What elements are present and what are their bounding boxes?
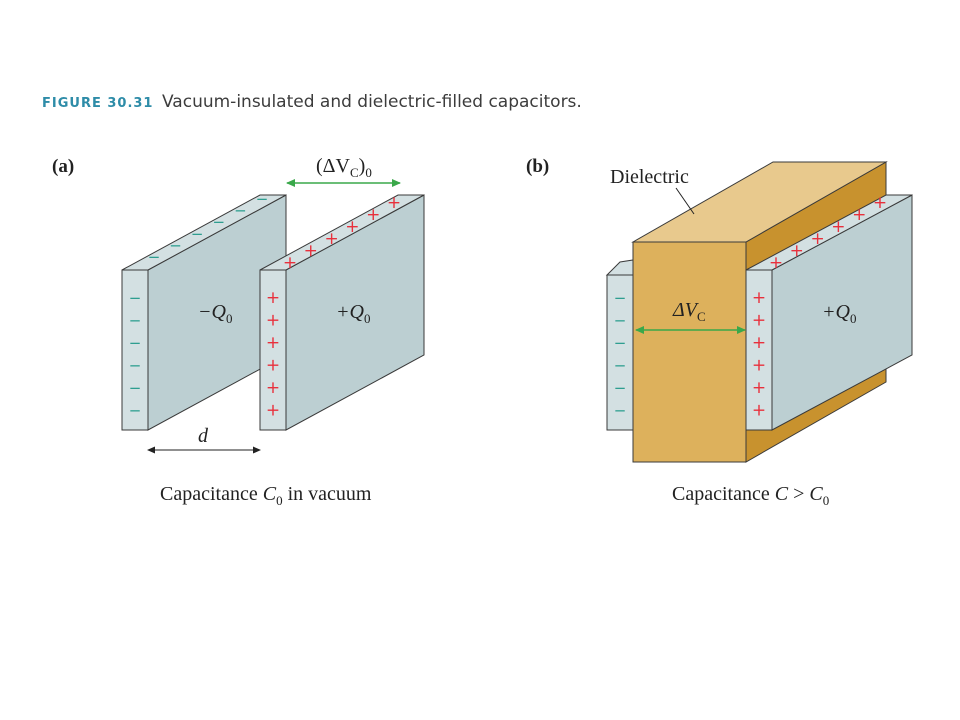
dielectric-label: Dielectric (610, 166, 689, 188)
minus-sign: − (614, 312, 627, 330)
minus-sign: − (614, 379, 627, 397)
plus-sign: + (752, 311, 766, 331)
dielectric-front (632, 241, 747, 463)
panel-b: (b) −−−−−− ++++++ ++++++ Dielectric ΔVC (526, 156, 913, 508)
voltage-label-a: (ΔVC)0 (316, 155, 372, 180)
minus-sign: − (129, 402, 142, 420)
plus-sign: + (266, 378, 280, 398)
plus-sign: + (266, 356, 280, 376)
panel-b-caption-sym2: C (809, 483, 823, 505)
plus-sign: + (769, 253, 783, 273)
negative-charges-top: −−−−−− (148, 190, 269, 266)
pos-charge-sub-b: 0 (850, 311, 857, 326)
minus-sign: − (614, 334, 627, 352)
minus-sign: − (614, 402, 627, 420)
plus-sign: + (266, 401, 280, 421)
negative-plate-front-edge (121, 269, 149, 431)
pos-charge-symbol-b: +Q (822, 301, 850, 323)
plus-sign: + (810, 229, 824, 249)
gap-label: d (198, 425, 209, 447)
plus-sign: + (752, 288, 766, 308)
panel-a: (a) −−−−−− −−−−−− ++++++ ++++++ −Q0 +Q0 … (52, 155, 425, 508)
minus-sign: − (129, 312, 142, 330)
minus-sign: − (148, 248, 161, 266)
panel-b-caption-pre: Capacitance (672, 483, 775, 505)
panel-a-label: (a) (52, 156, 74, 177)
panel-a-caption-pre: Capacitance (160, 483, 263, 505)
positive-charges-front: ++++++ (266, 288, 280, 421)
figure-caption: Vacuum-insulated and dielectric-filled c… (162, 92, 582, 112)
negative-plate (121, 194, 287, 431)
minus-sign: − (256, 190, 269, 208)
panel-a-caption-post: in vacuum (283, 483, 372, 505)
figure-number: FIGURE 30.31 (42, 96, 153, 111)
minus-sign: − (129, 379, 142, 397)
panel-b-caption-mid: > (788, 483, 809, 505)
minus-sign: − (169, 236, 182, 254)
panel-b-label: (b) (526, 156, 549, 177)
pos-charge-sub-a: 0 (364, 311, 371, 326)
dielectric-pointer (675, 187, 695, 215)
voltage-b-sub: C (697, 309, 706, 324)
negative-plate-b-top-edge (605, 259, 634, 276)
plus-sign: + (366, 205, 380, 225)
positive-charge-label: +Q0 (336, 301, 370, 326)
minus-sign: − (234, 202, 247, 220)
plus-sign: + (752, 333, 766, 353)
voltage-a-sub: C (350, 165, 359, 180)
positive-charge-label-b: +Q0 (822, 301, 856, 326)
voltage-label-b: ΔVC (672, 299, 706, 324)
negative-charges-front: − − − − − − (129, 289, 142, 420)
panel-a-caption-sub: 0 (276, 493, 283, 508)
positive-charges-b-front: ++++++ (752, 288, 766, 421)
plus-sign: + (831, 217, 845, 237)
panel-b-caption-sym: C (775, 483, 789, 505)
voltage-b-delta: ΔV (672, 299, 700, 321)
negative-charges-b: − − − − − − (614, 289, 627, 420)
minus-sign: − (614, 357, 627, 375)
minus-sign: − (129, 334, 142, 352)
plus-sign: + (345, 217, 359, 237)
positive-plate-b (745, 194, 913, 431)
positive-plate (259, 194, 425, 431)
minus-sign: − (191, 225, 204, 243)
plus-sign: + (752, 378, 766, 398)
panel-a-caption: Capacitance C0 in vacuum (160, 483, 372, 508)
minus-sign: − (614, 289, 627, 307)
negative-plate-b-front-edge (606, 274, 634, 431)
minus-sign: − (129, 289, 142, 307)
panel-b-caption: Capacitance C > C0 (672, 483, 829, 508)
positive-charges-b-top: + + + + + + (769, 193, 887, 273)
plus-sign: + (752, 401, 766, 421)
minus-sign: − (213, 213, 226, 231)
panel-a-caption-sym: C (263, 483, 277, 505)
positive-plate-front-edge (259, 269, 287, 431)
plus-sign: + (266, 311, 280, 331)
neg-charge-sub: 0 (226, 311, 233, 326)
plus-sign: + (790, 241, 804, 261)
plus-sign: + (266, 288, 280, 308)
voltage-a-close: ) (359, 155, 366, 177)
plus-sign: + (304, 241, 318, 261)
positive-plate-b-front-edge (745, 269, 773, 431)
plus-sign: + (324, 229, 338, 249)
plus-sign: + (283, 253, 297, 273)
plus-sign: + (752, 356, 766, 376)
neg-charge-symbol: −Q (198, 301, 226, 323)
voltage-a-close-sub: 0 (365, 165, 372, 180)
voltage-a-delta: (ΔV (316, 155, 351, 177)
positive-charges-top: + + + + + + (283, 193, 401, 273)
negative-charge-label: −Q0 (198, 301, 232, 326)
pos-charge-symbol-a: +Q (336, 301, 364, 323)
plus-sign: + (852, 205, 866, 225)
minus-sign: − (129, 357, 142, 375)
plus-sign: + (387, 193, 401, 213)
plus-sign: + (266, 333, 280, 353)
panel-b-caption-sub: 0 (823, 493, 830, 508)
plus-sign: + (873, 193, 887, 213)
